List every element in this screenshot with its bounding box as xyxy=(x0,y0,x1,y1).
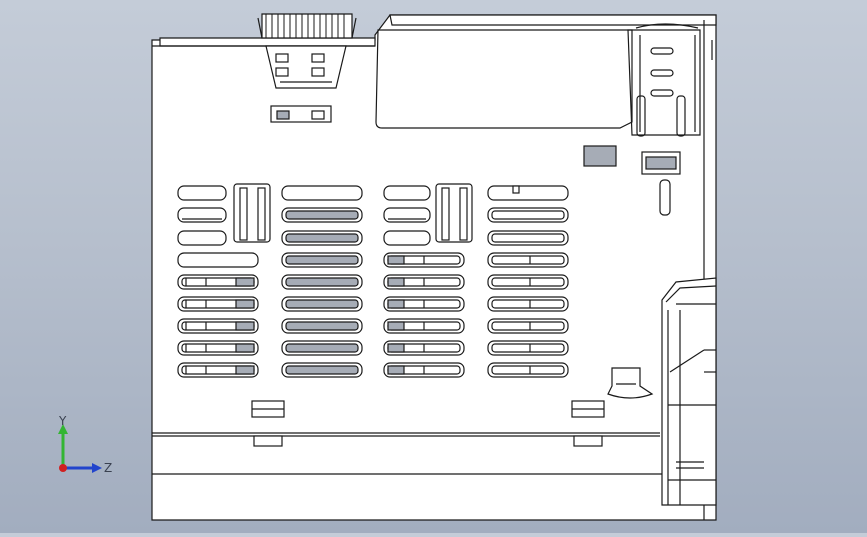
top-rail xyxy=(159,37,376,47)
vent-column-c xyxy=(383,185,431,246)
vent-detail xyxy=(285,277,359,287)
vent-detail xyxy=(387,299,405,309)
vent-detail xyxy=(387,277,405,287)
grey-pad xyxy=(583,145,617,167)
z-axis-label: Z xyxy=(104,461,112,475)
vent-detail xyxy=(235,343,255,353)
vent-detail xyxy=(235,299,255,309)
vent-detail xyxy=(285,299,359,309)
vent-detail xyxy=(491,255,565,265)
vent-detail xyxy=(387,365,405,375)
vent-column-d xyxy=(487,185,569,246)
vent-detail xyxy=(387,343,405,353)
vent-detail xyxy=(285,321,359,331)
vent-detail xyxy=(387,321,405,331)
vent-detail xyxy=(285,255,359,265)
vent-column-b xyxy=(281,185,363,246)
snap xyxy=(607,367,654,399)
vent-column-a xyxy=(177,185,259,268)
vent-detail xyxy=(491,321,565,331)
vent-detail xyxy=(491,343,565,353)
upper-right-panel xyxy=(389,14,717,26)
top-gear-connector xyxy=(257,13,357,89)
vent-detail xyxy=(491,277,565,287)
vent-detail xyxy=(235,365,255,375)
origin-icon xyxy=(59,464,67,472)
vent-detail xyxy=(285,343,359,353)
vent-rows xyxy=(177,252,569,378)
vent-detail xyxy=(387,255,405,265)
vent-detail xyxy=(235,277,255,287)
coordinate-triad: Y Z xyxy=(48,410,128,480)
vent-detail xyxy=(491,299,565,309)
vent-detail xyxy=(235,321,255,331)
part-model xyxy=(151,13,717,521)
y-axis-label: Y xyxy=(58,414,67,428)
vent-detail xyxy=(491,365,565,375)
side-latch xyxy=(661,277,717,506)
vent-detail xyxy=(285,365,359,375)
